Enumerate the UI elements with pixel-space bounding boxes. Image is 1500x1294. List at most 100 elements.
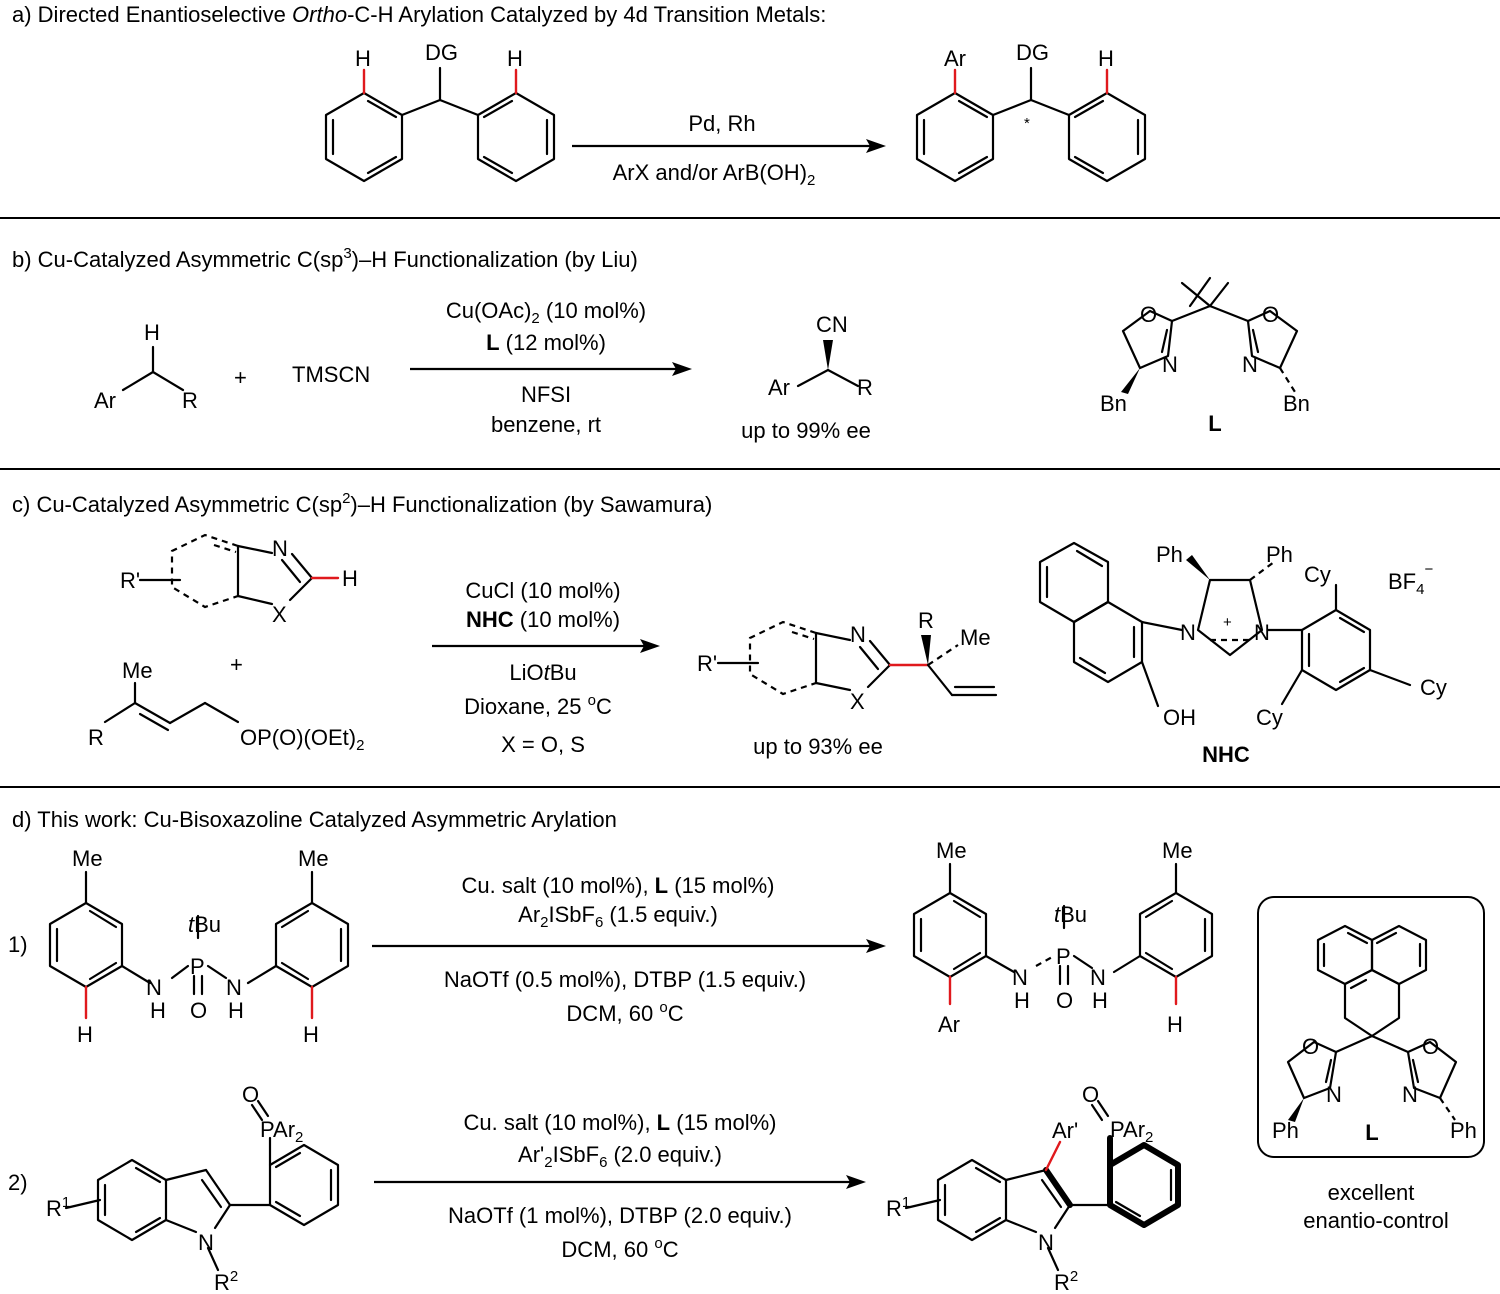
r2-sm-structure xyxy=(64,1099,340,1272)
r2-PAr: PAr2 xyxy=(260,1117,303,1146)
nhc-ligand xyxy=(1038,541,1412,708)
cond-c-5: X = O, S xyxy=(501,732,585,757)
r1-pr-Me1: Me xyxy=(936,838,967,863)
lig-b-N2: N xyxy=(1242,352,1258,377)
pr-c-Rp: R' xyxy=(697,651,717,676)
lig-d-N2: N xyxy=(1402,1082,1418,1107)
r2-N: N xyxy=(198,1230,214,1255)
cond-c-2: NHC (10 mol%) xyxy=(466,607,620,632)
r1-pr-H3: H xyxy=(1167,1012,1183,1037)
result-b: up to 99% ee xyxy=(741,418,871,443)
r2-pr-R1: R1 xyxy=(886,1194,910,1221)
reagent-b: TMSCN xyxy=(292,362,370,387)
pr-c-N: N xyxy=(850,622,866,647)
nhc-N1: N xyxy=(1180,620,1196,645)
ligand-box-b xyxy=(1121,276,1299,394)
sm-a-left-ring xyxy=(324,91,404,183)
ligand-box-d xyxy=(1257,896,1485,1158)
al-c-OP: OP(O)(OEt)2 xyxy=(240,725,364,754)
nhc-Cy2: Cy xyxy=(1420,675,1447,700)
allyl-phosphate xyxy=(103,681,240,732)
r2-cond-3: NaOTf (1 mol%), DTBP (2.0 equiv.) xyxy=(448,1203,792,1228)
lig-b-O2: O xyxy=(1262,302,1279,327)
nhc-Ph1: Ph xyxy=(1156,542,1183,567)
caption-2: enantio-control xyxy=(1303,1208,1449,1233)
sm-a-right-ring xyxy=(476,91,556,183)
sm-a-H1: H xyxy=(355,46,371,71)
nhc-label: NHC xyxy=(1202,742,1250,767)
ligand-d-structure xyxy=(1286,924,1458,1122)
r2-pr-Arp: Ar' xyxy=(1052,1118,1078,1143)
sm-c-H: H xyxy=(342,566,358,591)
r1-sm-structure xyxy=(48,870,350,1020)
r2-cond-2: Ar'2ISbF6 (2.0 equiv.) xyxy=(518,1142,722,1171)
panel-b: b) Cu-Catalyzed Asymmetric C(sp3)–H Func… xyxy=(12,245,1310,443)
stereo-star: * xyxy=(1024,115,1030,132)
panel-a-title: a) Directed Enantioselective Ortho-C-H A… xyxy=(12,2,826,27)
cond-b-1: Cu(OAc)2 (10 mol%) xyxy=(446,298,646,327)
r2-O: O xyxy=(242,1082,259,1107)
r2-num: 2) xyxy=(8,1170,28,1195)
lig-d-O2: O xyxy=(1422,1034,1439,1059)
pr-a-H: H xyxy=(1098,46,1114,71)
pr-b-CN: CN xyxy=(816,312,848,337)
sm-c-Rp: R' xyxy=(120,568,140,593)
r2-cond-4: DCM, 60 oC xyxy=(561,1235,678,1262)
cond-b-2: L (12 mol%) xyxy=(486,330,606,355)
r1-pr-N1: N xyxy=(1012,965,1028,990)
r1-cond-4: DCM, 60 oC xyxy=(566,999,683,1026)
r1-cond-1: Cu. salt (10 mol%), L (15 mol%) xyxy=(462,873,775,898)
lig-b-N1: N xyxy=(1162,352,1178,377)
lig-b-Bn2: Bn xyxy=(1283,391,1310,416)
r1-pr-tBu: tBu xyxy=(1054,902,1087,927)
cond-b-3: NFSI xyxy=(521,382,571,407)
r1-O: O xyxy=(190,998,207,1023)
r1-H2: H xyxy=(228,998,244,1023)
lig-b-Bn1: Bn xyxy=(1100,391,1127,416)
r1-num: 1) xyxy=(8,932,28,957)
cond-b-4: benzene, rt xyxy=(491,412,601,437)
cond-c-3: LiOtBu xyxy=(509,660,576,685)
sm-c-heteroarene xyxy=(138,533,340,609)
sm-c-X: X xyxy=(272,602,287,627)
pr-b-R: R xyxy=(857,375,873,400)
r1-Me1: Me xyxy=(72,846,103,871)
al-c-R: R xyxy=(88,725,104,750)
sm-c-N: N xyxy=(272,536,288,561)
r1-Me2: Me xyxy=(298,846,329,871)
r1-tBu: tBu xyxy=(188,912,221,937)
nhc-Cy3: Cy xyxy=(1256,705,1283,730)
r1-pr-O: O xyxy=(1056,988,1073,1013)
r1-N1: N xyxy=(146,975,162,1000)
r1-pr-H1: H xyxy=(1014,988,1030,1013)
nhc-OH: OH xyxy=(1163,705,1196,730)
r2-R1: R1 xyxy=(46,1194,70,1221)
r1-pr-H2: H xyxy=(1092,988,1108,1013)
pr-a-DG: DG xyxy=(1016,40,1049,65)
panel-a: a) Directed Enantioselective Ortho-C-H A… xyxy=(12,2,1147,189)
nhc-plus: + xyxy=(1223,614,1232,631)
pr-b-Ar: Ar xyxy=(768,375,790,400)
sm-a-DG: DG xyxy=(425,40,458,65)
lig-d-O1: O xyxy=(1302,1034,1319,1059)
r1-H1: H xyxy=(150,998,166,1023)
sm-a-H2: H xyxy=(507,46,523,71)
r1-product-structure xyxy=(912,862,1214,1006)
plus-b: + xyxy=(234,365,247,390)
wedge-bond xyxy=(823,340,833,370)
r1-pr-P: P xyxy=(1056,944,1071,969)
r2-pr-R2: R2 xyxy=(1054,1268,1078,1294)
lig-d-Ph2: Ph xyxy=(1450,1118,1477,1143)
r2-product-structure xyxy=(904,1099,1181,1272)
sm-b-H: H xyxy=(144,320,160,345)
r1-N2: N xyxy=(226,975,242,1000)
sm-b-Ar: Ar xyxy=(94,388,116,413)
caption-1: excellent xyxy=(1328,1180,1415,1205)
pr-c-Me: Me xyxy=(960,625,991,650)
cond-a-bottom: ArX and/or ArB(OH)2 xyxy=(613,160,816,189)
nhc-N2: N xyxy=(1254,620,1270,645)
r1-H3: H xyxy=(77,1022,93,1047)
al-c-Me: Me xyxy=(122,658,153,683)
pr-a-right-ring xyxy=(1067,91,1147,183)
pr-a-left-ring xyxy=(915,91,995,183)
